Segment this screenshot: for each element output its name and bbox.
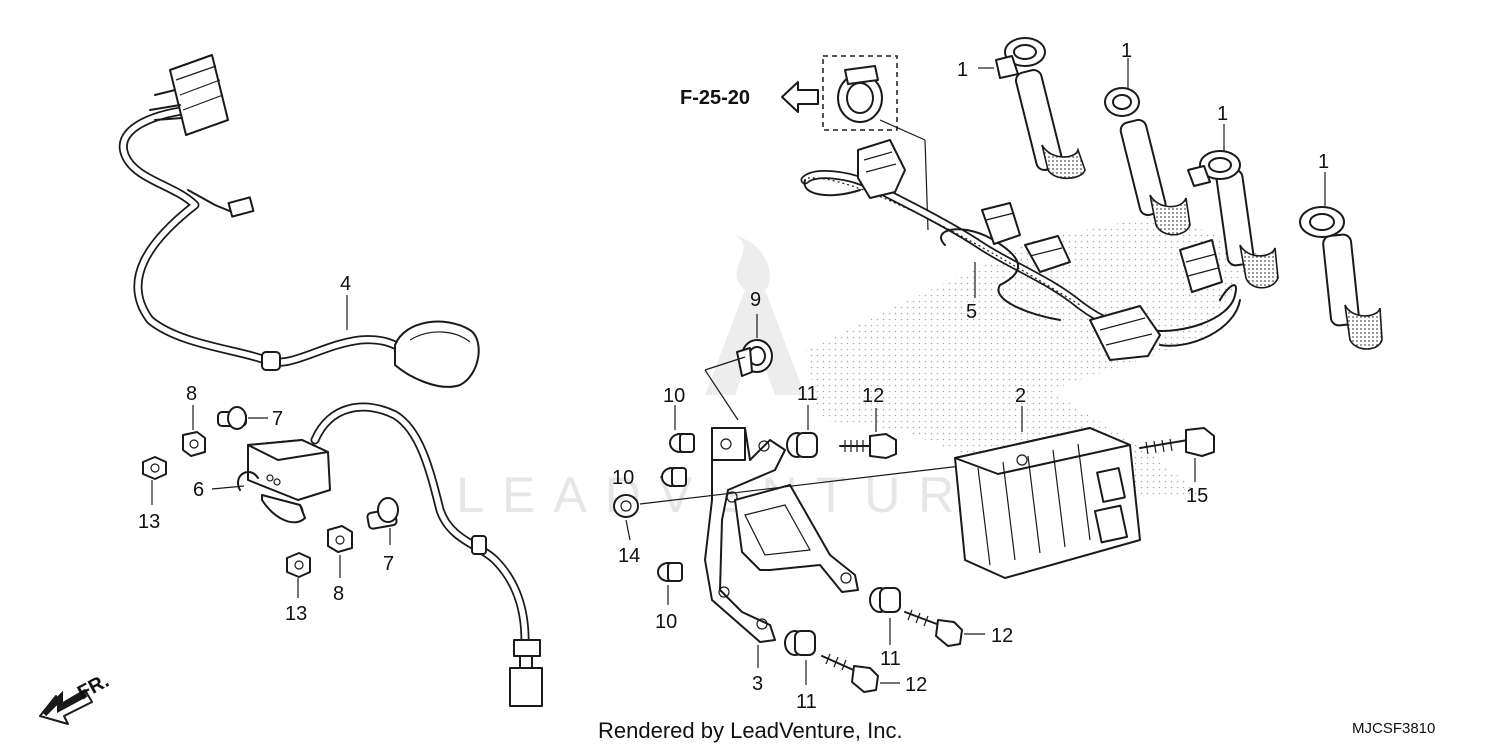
part-8-grommet-upper[interactable]: 8 <box>182 383 206 457</box>
callout-1-d: 1 <box>1318 151 1329 173</box>
callout-13-lower: 13 <box>285 603 307 625</box>
callout-11-right: 11 <box>880 648 901 670</box>
connector-block <box>149 54 229 136</box>
callout-1-b: 1 <box>1121 40 1132 62</box>
callout-11-lower: 11 <box>796 691 817 713</box>
reference-arrow[interactable]: F-25-20 <box>680 81 819 113</box>
callout-3: 3 <box>752 673 763 695</box>
clamp-box-dashed <box>822 55 898 131</box>
callout-8-upper: 8 <box>186 383 197 405</box>
callout-10-a: 10 <box>663 385 685 407</box>
callout-1-c: 1 <box>1217 103 1228 125</box>
part-1-ignition-coil-b[interactable]: 1 <box>1104 40 1191 236</box>
part-11-mount-lower[interactable]: 11 <box>784 630 817 713</box>
part-1-ignition-coil-d[interactable]: 1 <box>1299 151 1383 350</box>
callout-11-upper: 11 <box>797 383 818 405</box>
part-9-clip[interactable]: 9 <box>704 289 773 421</box>
callout-14: 14 <box>618 545 640 567</box>
part-10-collar-c[interactable]: 10 <box>655 562 683 633</box>
credit-text: Rendered by LeadVenture, Inc. <box>598 718 903 743</box>
callout-7-lower: 7 <box>383 553 394 575</box>
harness-connector-2 <box>981 202 1021 245</box>
part-3-bracket[interactable]: 3 <box>639 427 1131 695</box>
part-13-nut-lower[interactable]: 13 <box>285 552 311 625</box>
front-direction-indicator: FR. <box>39 670 113 725</box>
part-12-bolt-right[interactable]: 12 <box>904 609 1013 647</box>
part-10-collar-b[interactable]: 10 <box>612 467 687 489</box>
part-1-ignition-coil-a[interactable]: 1 <box>957 37 1086 180</box>
part-1-ignition-coil-c[interactable]: 1 <box>1187 103 1279 289</box>
callout-4: 4 <box>340 273 351 295</box>
shading-area <box>805 215 1260 500</box>
callout-9: 9 <box>750 289 761 311</box>
part-5-wire-harness[interactable]: 5 <box>800 55 1241 361</box>
callout-10-b: 10 <box>612 467 634 489</box>
diagram-code: MJCSF3810 <box>1352 720 1436 737</box>
part-15-bolt[interactable]: 15 <box>1139 427 1215 507</box>
harness-connector-3 <box>1024 235 1071 273</box>
reference-label: F-25-20 <box>680 87 750 109</box>
part-14-washer[interactable]: 14 <box>613 494 640 567</box>
part-10-collar-a[interactable]: 10 <box>663 385 695 453</box>
part-6-sensor-unit[interactable]: 6 <box>193 402 543 707</box>
harness-main-plug <box>1089 305 1161 361</box>
callout-13-left: 13 <box>138 511 160 533</box>
harness-connector-4 <box>1179 239 1223 293</box>
part-2-regulator-rectifier[interactable]: 2 <box>954 385 1141 579</box>
callout-5: 5 <box>966 301 977 323</box>
sensor-head <box>394 320 480 388</box>
callout-6: 6 <box>193 479 204 501</box>
part-8-grommet-lower[interactable]: 8 <box>327 525 353 605</box>
callout-8-lower: 8 <box>333 583 344 605</box>
callout-12-right: 12 <box>991 625 1013 647</box>
part-7-bolt-lower[interactable]: 7 <box>366 497 399 575</box>
harness-connector-1 <box>857 139 906 199</box>
callout-1-a: 1 <box>957 59 968 81</box>
callout-12-lower: 12 <box>905 674 927 696</box>
callout-12-upper: 12 <box>862 385 884 407</box>
part-4-sensor-harness[interactable]: 4 <box>118 54 480 388</box>
end-connector <box>509 639 543 707</box>
callout-10-c: 10 <box>655 611 677 633</box>
part-12-bolt-upper[interactable]: 12 <box>839 385 897 459</box>
callout-15: 15 <box>1186 485 1208 507</box>
part-12-bolt-lower[interactable]: 12 <box>821 653 927 696</box>
part-7-bolt-upper[interactable]: 7 <box>217 406 283 430</box>
part-11-mount-upper[interactable]: 11 <box>786 383 818 458</box>
part-11-mount-right[interactable]: 11 <box>869 587 901 670</box>
part-13-nut-left[interactable]: 13 <box>138 456 167 533</box>
callout-7-upper: 7 <box>272 408 283 430</box>
callout-2: 2 <box>1015 385 1026 407</box>
